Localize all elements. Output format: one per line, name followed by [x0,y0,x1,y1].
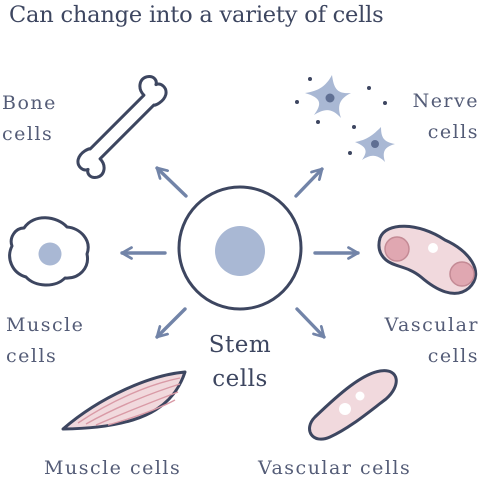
arrow-to-vascular [295,307,326,339]
muscle-cell-icon [61,370,187,431]
stem-cells-label: Stem cells [208,332,272,392]
stem-cell-icon [177,185,303,311]
egg-cell-icon [8,216,90,287]
vascular-cell-icon [308,369,398,441]
blood-cell-icon [377,224,477,295]
nerve-cells-label: Nerve cells [412,90,479,143]
page-title: Can change into a variety of cells [9,2,384,28]
vascular-cells-right-label: Vascular cells [384,314,479,367]
arrow-to-nerve [294,167,324,198]
muscle-cells-bottom-label: Muscle cells [44,457,182,479]
muscle-cells-left-label: Muscle cells [6,314,85,367]
nerve-cell-icon [295,75,395,162]
bone-icon [76,75,168,179]
arrow-to-bone [155,166,188,198]
arrows [120,166,360,339]
bone-cells-label: Bone cells [2,92,57,145]
arrow-to-muscle [155,307,187,339]
vascular-cells-bottom-label: Vascular cells [258,457,412,479]
